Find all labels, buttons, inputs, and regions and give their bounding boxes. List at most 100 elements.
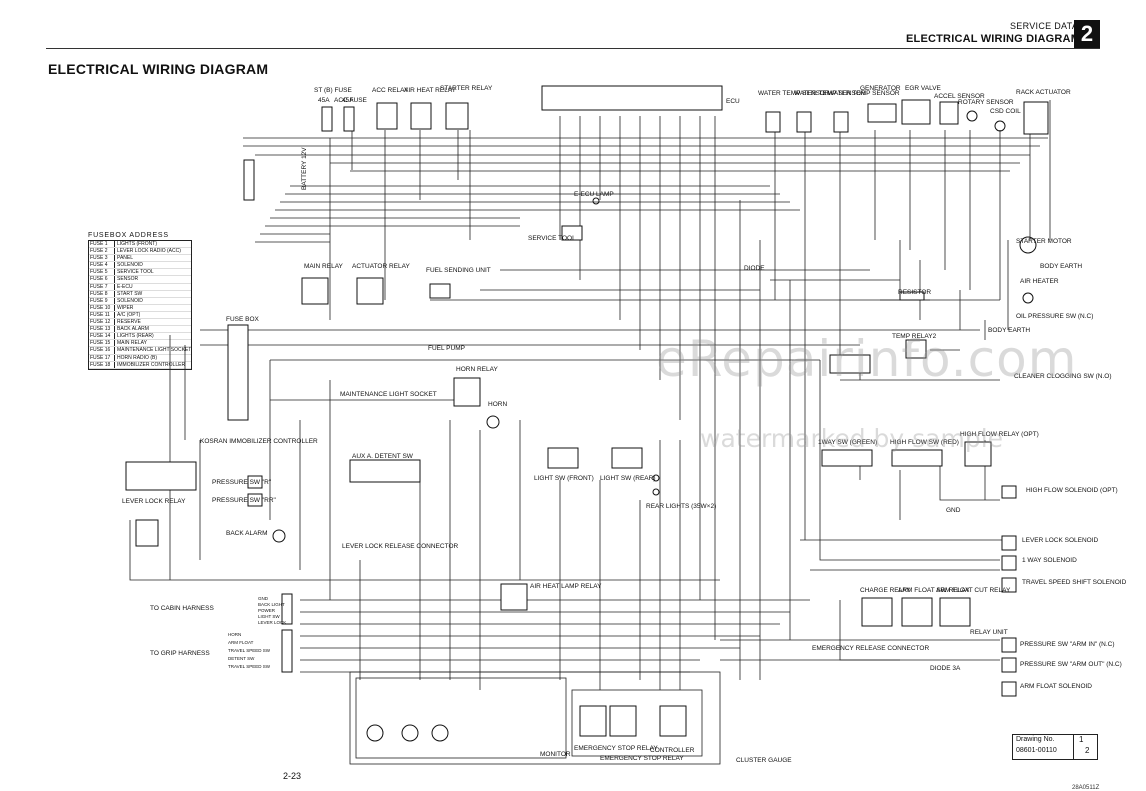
aux-detent-label: AUX A. DETENT SW [352, 453, 414, 460]
lever-lock-solenoid-label: LEVER LOCK SOLENOID [1022, 537, 1099, 544]
component-boxes [125, 85, 1049, 737]
water-temp-1-label: WATER TEMP SENSOR [758, 90, 830, 97]
fuse-function: MAIN RELAY [117, 340, 147, 347]
st-fuse-rating: 45A [318, 97, 330, 104]
section-label: SERVICE DATA [1010, 21, 1079, 31]
fuse-id: FUSE 4 [89, 262, 115, 269]
grip-pin-0: HORN [228, 632, 241, 637]
cabin-pin-1: BACK LIGHT [258, 602, 285, 607]
monitor-label: MONITOR [540, 751, 571, 758]
lever-lock-conn-label: LEVER LOCK RELEASE CONNECTOR [342, 543, 458, 550]
service-tool-label: SERVICE TOOL [528, 235, 576, 242]
chapter-number: 2 [1074, 20, 1100, 48]
fuse-id: FUSE 3 [89, 255, 115, 262]
fuel-sending-label: FUEL SENDING UNIT [426, 267, 491, 274]
immobilizer-label: KOSRAN IMMOBILIZER CONTROLLER [200, 438, 318, 445]
fuse-function: SENSOR [117, 276, 139, 283]
battery-label: BATTERY 12V [301, 147, 308, 190]
controller-label: CONTROLLER [650, 747, 695, 754]
fuse-id: FUSE 15 [89, 340, 115, 347]
fuse-id: FUSE 17 [89, 354, 115, 361]
fuse-id: FUSE 7 [89, 283, 115, 290]
fuse-function: IMMOBILIZER CONTROLLER [117, 361, 186, 368]
round-components [272, 110, 1037, 742]
pressure-sw-arm-out-label: PRESSURE SW "ARM OUT" (N.C) [1020, 661, 1122, 668]
drawing-number: 08601-00110 [1016, 747, 1057, 754]
main-relay-label: MAIN RELAY [304, 263, 344, 270]
temp-relay-label: TEMP RELAY2 [892, 333, 937, 340]
high-flow-relay-label: HIGH FLOW RELAY (OPT) [960, 431, 1039, 438]
body-earth-label: BODY EARTH [1040, 263, 1082, 270]
fuse-function: SERVICE TOOL [117, 269, 154, 276]
accel-sensor-label: ACCEL SENSOR [934, 93, 985, 100]
acc-fuse-rating: 45A [342, 97, 354, 104]
air-heat-lamp-relay-label: AIR HEAT LAMP RELAY [530, 583, 602, 590]
fuse-function: PANEL [117, 255, 134, 262]
rear-lights-label: REAR LIGHTS (35W×2) [646, 503, 716, 510]
drawing-label: Drawing No. [1016, 736, 1055, 743]
acc-fuse-label: ACC FUSE [334, 97, 368, 104]
grip-pin-2: TRAVEL SPEED SW [228, 648, 271, 653]
high-flow-solenoid-label: HIGH FLOW SOLENOID (OPT) [1026, 487, 1118, 494]
cluster-gauge-label: CLUSTER GAUGE [736, 757, 792, 764]
cleaner-clogging-label: CLEANER CLOGGING SW (N.O) [1014, 373, 1112, 380]
cabin-pin-2: POWER [258, 608, 276, 613]
generator-label: GENERATOR [860, 85, 901, 92]
st-fuse-label: ST (B) FUSE [314, 87, 352, 94]
fuse-function: SOLENOID [117, 262, 143, 269]
grip-pin-3: DETENT SW [228, 656, 255, 661]
light-sw-rear-label: LIGHT SW (REAR) [600, 475, 656, 482]
fuse-function: A/C (OPT) [117, 311, 141, 318]
cabin-pin-3: LIGHT SW [258, 614, 280, 619]
egr-valve-label: EGR VALVE [905, 85, 942, 92]
fuse-function: RESERVE [117, 319, 141, 326]
grip-pin-1: ARM FLOAT [228, 640, 254, 645]
fuse-function: HORN RADIO (B) [117, 354, 157, 361]
to-grip-label: TO GRIP HARNESS [150, 650, 210, 657]
starter-motor-label: STARTER MOTOR [1016, 238, 1072, 245]
fuse-id: FUSE 8 [89, 290, 115, 297]
fuse-function: E-ECU [117, 283, 133, 290]
fuse-id: FUSE 13 [89, 326, 115, 333]
csd-coil-label: CSD COIL [990, 108, 1021, 115]
oil-pressure-label: OIL PRESSURE SW (N.C) [1016, 313, 1093, 320]
emergency-stop-1-label: EMERGENCY STOP RELAY [574, 745, 658, 752]
arm-float-solenoid-label: ARM FLOAT SOLENOID [1020, 683, 1092, 690]
horn-relay-label: HORN RELAY [456, 366, 498, 373]
sheet-total: 2 [1085, 746, 1090, 755]
header-title: ELECTRICAL WIRING DIAGRAM [906, 33, 1081, 45]
fuse-function: LIGHTS (REAR) [117, 333, 154, 340]
diode-label: DIODE [744, 265, 765, 272]
pressure-sw-r-label: PRESSURE SW "R" [212, 479, 272, 486]
fuse-id: FUSE 14 [89, 333, 115, 340]
light-sw-front-label: LIGHT SW (FRONT) [534, 475, 594, 482]
acc-relay-label: ACC RELAY [372, 87, 409, 94]
connector-pin-labels: GND BACK LIGHT POWER LIGHT SW LEVER LOCK… [228, 596, 286, 669]
grip-pin-4: TRAVEL SPEED SW [228, 664, 271, 669]
resistor-label: RESISTOR [898, 289, 931, 296]
cabin-pin-4: LEVER LOCK [258, 620, 286, 625]
pressure-sw-rr-label: PRESSURE SW "RR" [212, 497, 277, 504]
fuse-id: FUSE 6 [89, 276, 115, 283]
page-number: 2-23 [283, 771, 302, 781]
fuse-function: START SW [117, 290, 143, 297]
one-way-solenoid-label: 1 WAY SOLENOID [1022, 557, 1077, 564]
fuse-function: MAINTENANCE LIGHT SOCKET [117, 347, 192, 354]
drawing-divider [1073, 735, 1074, 759]
gnd-label: GND [946, 507, 961, 514]
actuator-relay-label: ACTUATOR RELAY [352, 263, 410, 270]
